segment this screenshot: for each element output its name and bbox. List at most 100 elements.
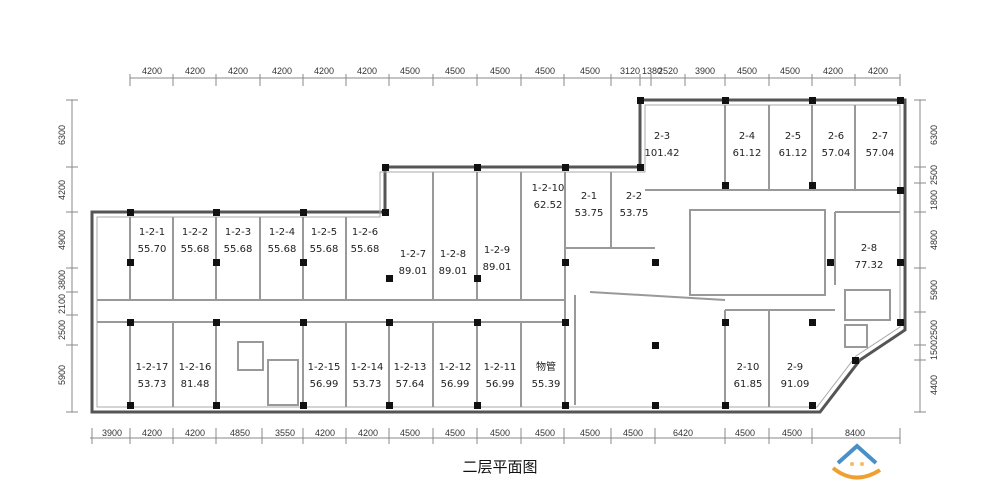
dimension-left: 5900 [57,364,67,386]
room-area: 77.32 [854,260,884,271]
column [213,209,220,216]
column [562,164,569,171]
column [652,402,659,409]
dimension-bottom: 4500 [534,428,556,438]
room-area: 55.68 [180,244,210,255]
dimension-top: 1380 [641,66,663,76]
column [722,319,729,326]
column [809,319,816,326]
dimension-top: 4200 [271,66,293,76]
room-number: 2-9 [786,362,804,373]
column [300,209,307,216]
dimension-top: 2520 [657,66,679,76]
room-number: 1-2-4 [268,227,296,238]
room-area: 57.64 [395,379,425,390]
room-area: 55.68 [309,244,339,255]
room-area: 53.73 [352,379,382,390]
column [127,209,134,216]
room-number: 1-2-14 [350,362,384,373]
room-number: 2-3 [653,131,671,142]
column [722,182,729,189]
dimension-bottom: 6420 [672,428,694,438]
dimension-bottom: 4500 [781,428,803,438]
dimension-bottom: 8400 [844,428,866,438]
column [562,402,569,409]
dimension-top: 4200 [313,66,335,76]
room-area: 55.68 [267,244,297,255]
column [809,182,816,189]
building-outline [90,98,907,414]
room-area: 56.99 [440,379,470,390]
room-area: 89.01 [398,266,428,277]
dimension-top: 4200 [184,66,206,76]
column [382,164,389,171]
column [722,97,729,104]
room-area: 55.68 [223,244,253,255]
room-label: 1-2-14 53.73 [351,359,384,393]
column [474,319,481,326]
column [474,402,481,409]
dimension-right: 4400 [929,374,939,396]
room-number: 1-2-7 [399,249,427,260]
column [300,402,307,409]
dimension-bottom: 4500 [734,428,756,438]
room-area: 61.12 [778,148,808,159]
room-number: 1-2-17 [135,362,169,373]
column [722,402,729,409]
room-area: 56.99 [485,379,515,390]
dimension-bottom: 4850 [229,428,251,438]
dimension-top: 3120 [619,66,641,76]
dimension-top: 4200 [822,66,844,76]
house-logo-icon [831,443,882,480]
dimension-right: 5900 [929,279,939,301]
watermark-logo [830,438,1000,485]
column [127,402,134,409]
room-number: 2-6 [827,131,845,142]
dimension-top: 4200 [227,66,249,76]
room-label: 1-2-7 89.01 [399,246,428,280]
dimension-bottom: 3550 [274,428,296,438]
room-number: 1-2-16 [178,362,212,373]
column [637,97,644,104]
room-area: 89.01 [482,262,512,273]
column [386,402,393,409]
dimension-top: 4500 [736,66,758,76]
dimension-top: 4500 [489,66,511,76]
column [213,259,220,266]
room-number: 1-2-9 [483,245,511,256]
column [562,319,569,326]
dimension-bottom: 4200 [357,428,379,438]
dimension-top: 4500 [534,66,556,76]
room-area: 62.52 [533,200,563,211]
column [386,275,393,282]
column [562,259,569,266]
interior-walls [97,105,900,407]
dimension-right: 2500 [929,319,939,341]
column [386,319,393,326]
room-area: 61.85 [733,379,763,390]
column [897,97,904,104]
dimension-left: 3800 [57,269,67,291]
dimension-right: 1800 [929,189,939,211]
room-number: 1-2-6 [351,227,379,238]
room-number: 1-2-15 [307,362,341,373]
room-area: 53.75 [619,208,649,219]
column [300,259,307,266]
room-number: 2-4 [738,131,756,142]
room-number: 1-2-5 [310,227,338,238]
dimension-bottom: 4200 [141,428,163,438]
column [827,259,834,266]
room-area: 57.04 [821,148,851,159]
room-number: 2-1 [580,191,598,202]
